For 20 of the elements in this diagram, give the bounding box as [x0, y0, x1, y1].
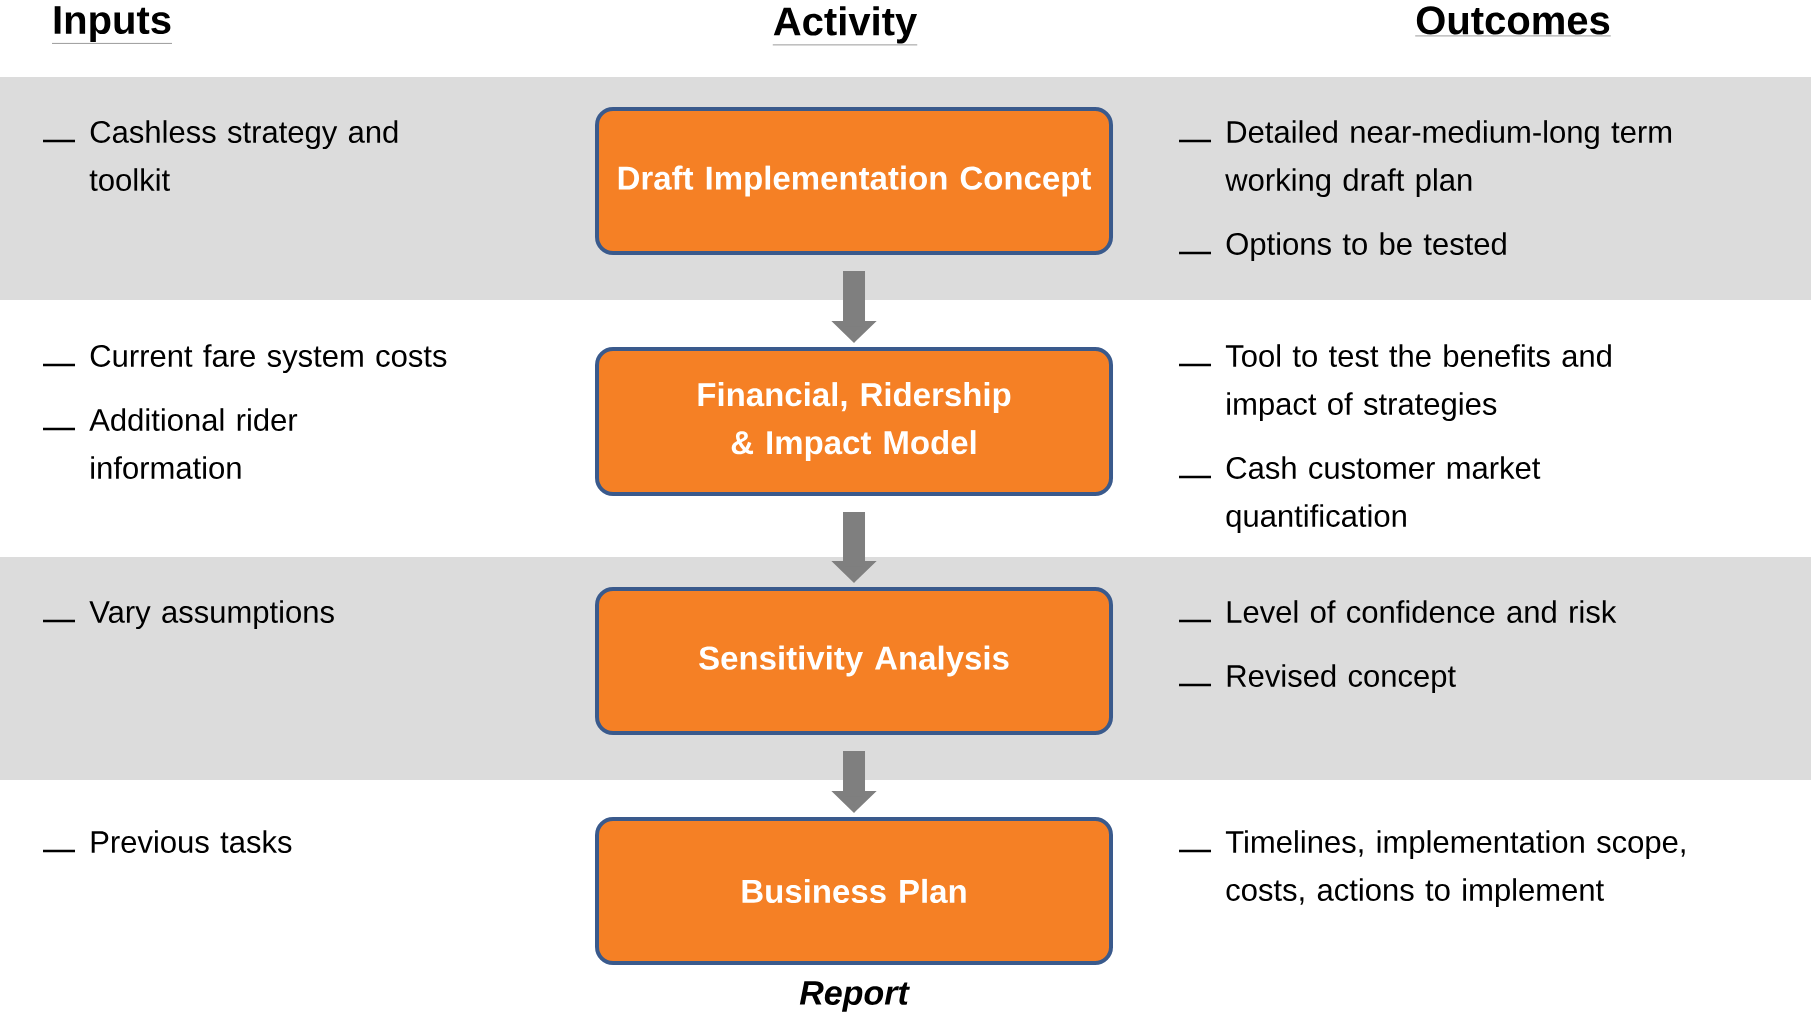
bullet-text: Detailed near-medium-long term working draft plan: [1225, 120, 1672, 198]
column-heading: Activity: [772, 6, 918, 46]
process-box: Business Plan: [595, 817, 1113, 965]
bullet-text: Timelines, implementation scope, costs, actions to implement: [1225, 830, 1685, 908]
bullet-text: Previous tasks: [91, 830, 292, 853]
process-box: Financial, Ridership & Impact Model: [595, 347, 1113, 496]
bullet-text: Vary assumptions: [89, 600, 334, 630]
bullet-text: Level of confidence and risk: [1227, 600, 1617, 623]
process-box: Sensitivity Analysis: [595, 587, 1113, 735]
bullet-text: Additional rider information: [89, 408, 298, 479]
bullet-text: Options to be tested: [1226, 232, 1506, 262]
bullet-text: Current fare system costs: [90, 344, 447, 374]
bullet-text: Revised concept: [1227, 664, 1456, 694]
caption-text: Report: [799, 981, 910, 1012]
column-heading: Inputs: [51, 6, 173, 44]
bullet-text: Tool to test the benefits and impact of strategies: [1225, 344, 1611, 422]
process-box: Draft Implementation Concept: [595, 107, 1113, 255]
bullet-text: Cashless strategy and toolkit: [89, 120, 398, 191]
bullet-text: Cash customer market quantification: [1226, 456, 1541, 534]
column-heading: Outcomes: [1415, 6, 1611, 37]
